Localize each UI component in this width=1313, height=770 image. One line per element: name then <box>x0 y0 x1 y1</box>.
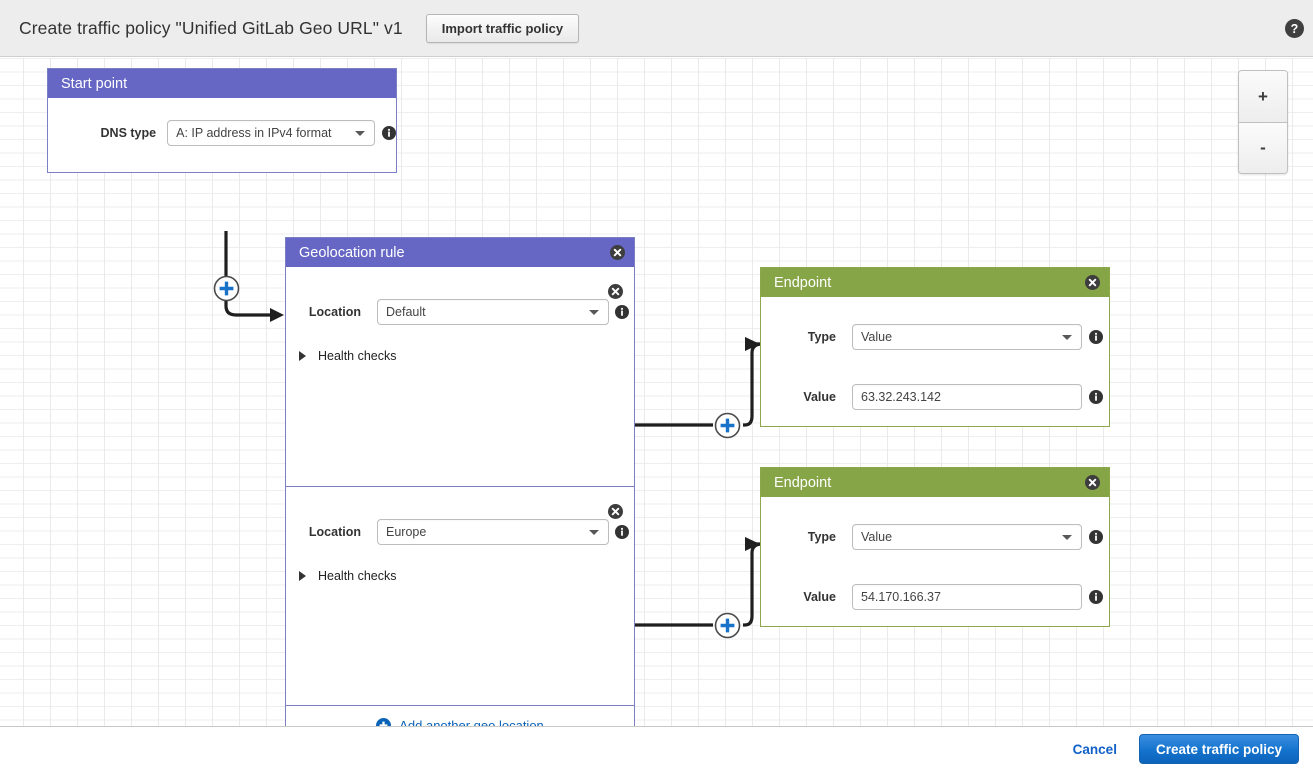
geo-location-2-remove-icon[interactable] <box>608 504 623 519</box>
top-header-bar: Create traffic policy "Unified GitLab Ge… <box>0 0 1313 57</box>
endpoint-2-body: Type Value Value 54.170.166.37 <box>761 497 1109 610</box>
plus-circle-icon <box>376 717 392 726</box>
endpoint-2-close-icon[interactable] <box>1085 475 1100 490</box>
endpoint-2-value-text: 54.170.166.37 <box>861 590 941 604</box>
endpoint-1-value-input[interactable]: 63.32.243.142 <box>852 384 1082 410</box>
chevron-right-icon <box>299 351 306 361</box>
endpoint-2-value-label: Value <box>803 590 836 604</box>
add-another-geo-location-label: Add another geo location <box>399 717 544 727</box>
connector-add-node-start[interactable] <box>213 275 240 302</box>
endpoint-1-value-label: Value <box>803 390 836 404</box>
endpoint-1-header: Endpoint <box>761 268 1109 297</box>
geo-location-1-value: Default <box>386 305 426 319</box>
endpoint-2-value-info-icon[interactable] <box>1089 590 1103 604</box>
endpoint-1-value-row: Value 63.32.243.142 <box>761 350 1109 410</box>
chevron-down-icon <box>589 310 599 315</box>
cancel-button[interactable]: Cancel <box>1072 741 1117 757</box>
dns-type-select[interactable]: A: IP address in IPv4 format <box>167 120 375 146</box>
svg-text:?: ? <box>1291 22 1299 36</box>
geo-location-2-row: Location Europe <box>286 487 634 545</box>
geo-location-2-value: Europe <box>386 525 427 539</box>
geo-location-1-label: Location <box>308 305 361 319</box>
geo-location-1-select[interactable]: Default <box>377 299 609 325</box>
connector-add-node-endpoint-2[interactable] <box>714 612 741 639</box>
add-another-geo-location-button[interactable]: Add another geo location <box>286 705 634 727</box>
import-traffic-policy-button[interactable]: Import traffic policy <box>425 13 580 43</box>
endpoint-1-type-label: Type <box>807 330 836 344</box>
endpoint-2-type-select[interactable]: Value <box>852 524 1082 550</box>
endpoint-node-1[interactable]: Endpoint Type Value <box>760 267 1110 427</box>
chevron-down-icon <box>355 131 365 136</box>
geo-location-1-info-icon[interactable] <box>615 305 629 319</box>
geolocation-rule-header: Geolocation rule <box>286 238 634 267</box>
chevron-right-icon <box>299 571 306 581</box>
dns-type-info-icon[interactable] <box>382 126 396 140</box>
chevron-down-icon <box>1062 335 1072 340</box>
geo-location-2-health-checks-toggle[interactable]: Health checks <box>286 569 634 583</box>
geo-location-2-info-icon[interactable] <box>615 525 629 539</box>
endpoint-1-value-text: 63.32.243.142 <box>861 390 941 404</box>
policy-canvas[interactable]: Start point DNS type A: IP address in IP… <box>0 58 1313 727</box>
geo-location-2-health-checks-label: Health checks <box>318 569 397 583</box>
geo-location-1-row: Location Default <box>286 267 634 325</box>
chevron-down-icon <box>1062 535 1072 540</box>
geo-location-2-label: Location <box>308 525 361 539</box>
footer-action-bar: Cancel Create traffic policy <box>0 728 1313 770</box>
endpoint-2-type-info-icon[interactable] <box>1089 530 1103 544</box>
endpoint-1-title: Endpoint <box>774 274 832 291</box>
geolocation-rule-close-icon[interactable] <box>610 245 625 260</box>
create-traffic-policy-button[interactable]: Create traffic policy <box>1138 734 1299 764</box>
geo-location-section-2: Location Europe Health checks <box>286 486 634 705</box>
endpoint-1-close-icon[interactable] <box>1085 275 1100 290</box>
endpoint-1-type-row: Type Value <box>761 297 1109 350</box>
endpoint-2-type-label: Type <box>807 530 836 544</box>
endpoint-2-value-row: Value 54.170.166.37 <box>761 550 1109 610</box>
endpoint-2-type-row: Type Value <box>761 497 1109 550</box>
zoom-in-button[interactable]: + <box>1239 71 1287 122</box>
endpoint-node-2[interactable]: Endpoint Type Value <box>760 467 1110 627</box>
dns-type-row: DNS type A: IP address in IPv4 format <box>48 98 396 146</box>
page-title: Create traffic policy "Unified GitLab Ge… <box>19 17 403 38</box>
geolocation-rule-node[interactable]: Geolocation rule Location Default <box>285 237 635 727</box>
endpoint-2-header: Endpoint <box>761 468 1109 497</box>
endpoint-1-type-info-icon[interactable] <box>1089 330 1103 344</box>
dns-type-label: DNS type <box>100 126 157 140</box>
geo-location-2-select[interactable]: Europe <box>377 519 609 545</box>
zoom-out-button[interactable]: - <box>1239 122 1287 173</box>
endpoint-2-type-value: Value <box>861 530 893 544</box>
start-point-title: Start point <box>61 75 128 92</box>
canvas-zoom-controls: + - <box>1238 70 1288 174</box>
geolocation-rule-title: Geolocation rule <box>299 244 405 261</box>
start-point-body: DNS type A: IP address in IPv4 format <box>48 98 396 173</box>
geo-location-1-remove-icon[interactable] <box>608 284 623 299</box>
start-point-header: Start point <box>48 69 396 98</box>
connector-add-node-endpoint-1[interactable] <box>714 412 741 439</box>
endpoint-1-value-info-icon[interactable] <box>1089 390 1103 404</box>
endpoint-2-title: Endpoint <box>774 474 832 491</box>
start-point-node[interactable]: Start point DNS type A: IP address in IP… <box>47 68 397 173</box>
endpoint-1-type-value: Value <box>861 330 893 344</box>
geo-location-section-1: Location Default Health checks <box>286 267 634 486</box>
endpoint-1-body: Type Value Value 63.32.243.142 <box>761 297 1109 410</box>
help-circle-icon[interactable]: ? <box>1285 19 1304 38</box>
geo-location-1-health-checks-toggle[interactable]: Health checks <box>286 349 634 363</box>
endpoint-2-value-input[interactable]: 54.170.166.37 <box>852 584 1082 610</box>
endpoint-1-type-select[interactable]: Value <box>852 324 1082 350</box>
dns-type-value: A: IP address in IPv4 format <box>176 126 332 140</box>
geo-location-1-health-checks-label: Health checks <box>318 349 397 363</box>
connector-wires <box>224 231 763 627</box>
chevron-down-icon <box>589 530 599 535</box>
